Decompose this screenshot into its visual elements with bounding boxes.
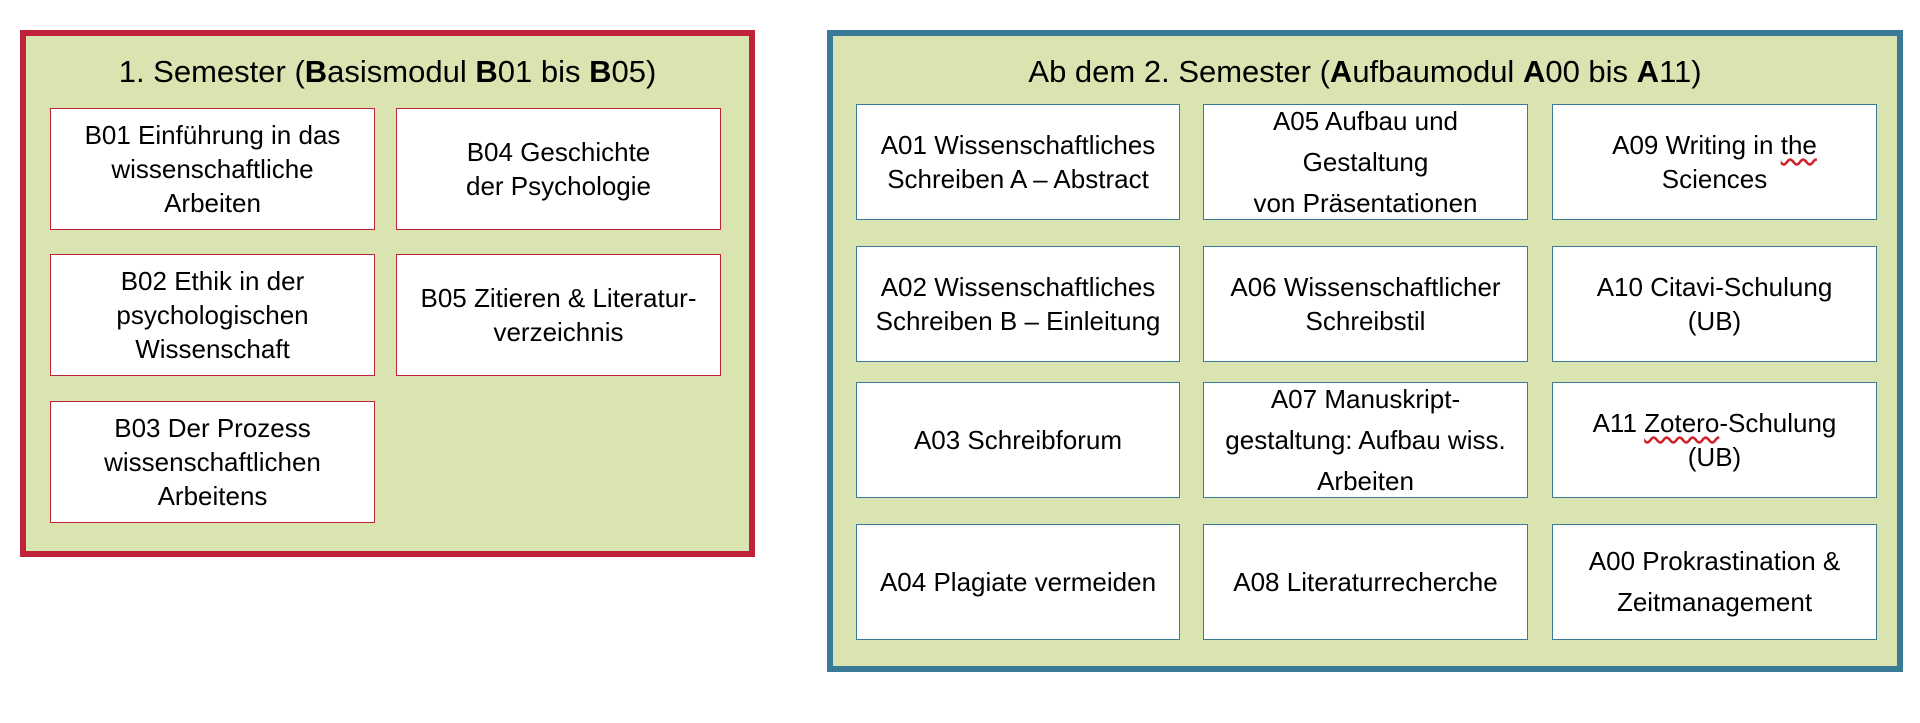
module-a11: A11 Zotero-Schulung (UB) — [1552, 382, 1877, 498]
module-a00: A00 Prokrastination & Zeitmanagement — [1552, 524, 1877, 640]
basismodul-title: 1. Semester (Basismodul B01 bis B05) — [118, 54, 657, 89]
module-a05: A05 Aufbau und Gestaltung von Präsentati… — [1203, 104, 1528, 220]
module-b01: B01 Einführung in das wissenschaftliche … — [50, 108, 375, 230]
module-a01: A01 Wissenschaftliches Schreiben A – Abs… — [856, 104, 1180, 220]
module-a06: A06 Wissenschaftlicher Schreibstil — [1203, 246, 1528, 362]
aufbaumodul-title: Ab dem 2. Semester (Aufbaumodul A00 bis … — [1028, 54, 1702, 89]
module-a03: A03 Schreibforum — [856, 382, 1180, 498]
module-a02: A02 Wissenschaftliches Schreiben B – Ein… — [856, 246, 1180, 362]
module-b03: B03 Der Prozess wissenschaftlichen Arbei… — [50, 401, 375, 523]
module-a08: A08 Literaturrecherche — [1203, 524, 1528, 640]
aufbaumodul-panel: Ab dem 2. Semester (Aufbaumodul A00 bis … — [827, 30, 1903, 672]
module-b02: B02 Ethik in der psychologischen Wissens… — [50, 254, 375, 376]
module-a04: A04 Plagiate vermeiden — [856, 524, 1180, 640]
module-a09: A09 Writing in the Sciences — [1552, 104, 1877, 220]
basismodul-panel: 1. Semester (Basismodul B01 bis B05) B01… — [20, 30, 755, 557]
module-a10: A10 Citavi-Schulung (UB) — [1552, 246, 1877, 362]
module-a07: A07 Manuskript- gestaltung: Aufbau wiss.… — [1203, 382, 1528, 498]
module-b05: B05 Zitieren & Literatur- verzeichnis — [396, 254, 721, 376]
module-b04: B04 Geschichte der Psychologie — [396, 108, 721, 230]
